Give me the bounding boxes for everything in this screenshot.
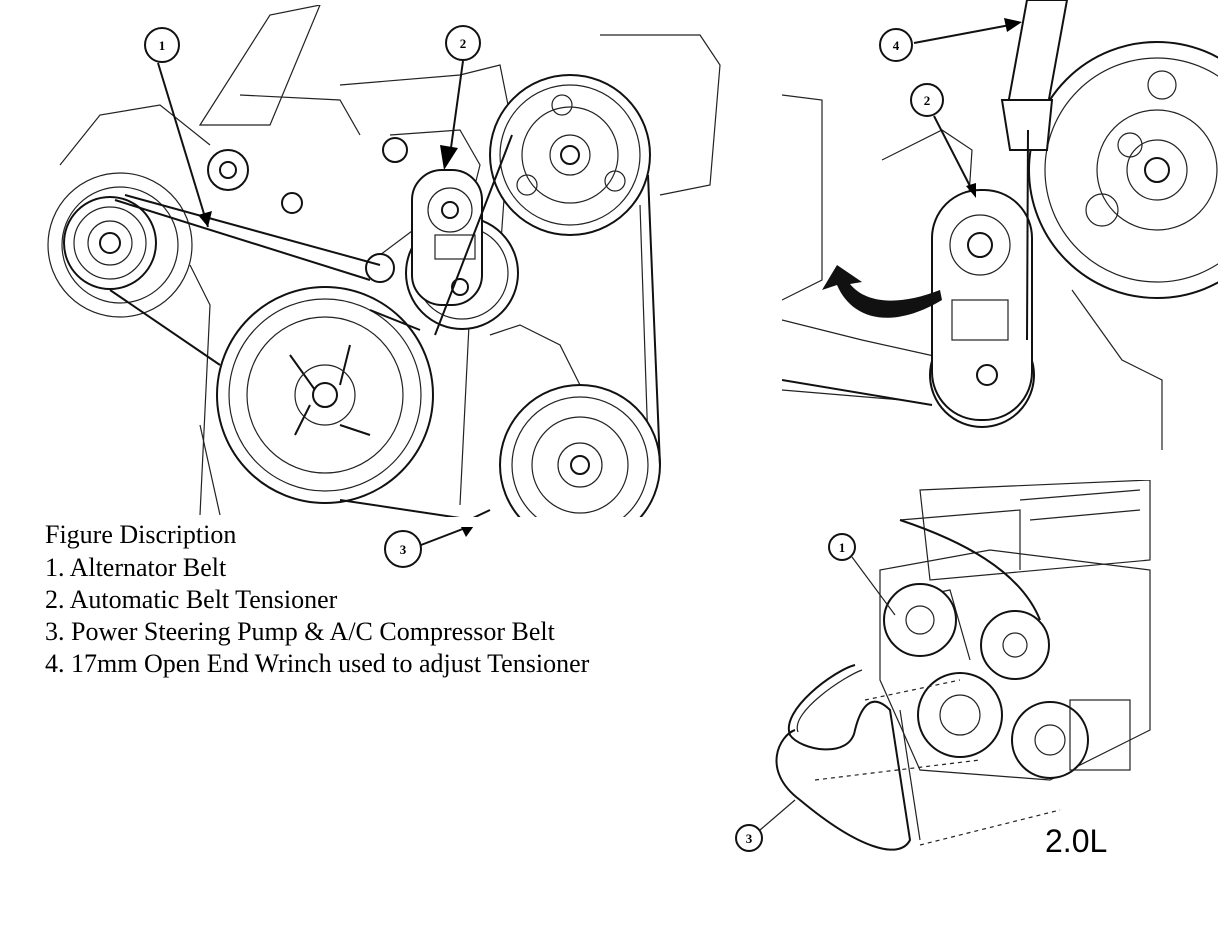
svg-text:3: 3: [746, 831, 753, 846]
figure-legend: Figure Discription 1. Alternator Belt 2.…: [45, 518, 725, 680]
tensioner-detail-drawing: 4 2: [782, 0, 1218, 452]
legend-title: Figure Discription: [45, 520, 237, 549]
callout-3: [472, 509, 491, 517]
belt-routing-illustration: 1 2: [47, 5, 721, 517]
idler-bolts: [207, 137, 408, 283]
belt-detail: [782, 129, 1029, 406]
crankshaft-damper: [216, 286, 434, 504]
rotation-arrow: [822, 265, 942, 318]
legend-list: 1. Alternator Belt 2. Automatic Belt Ten…: [45, 552, 725, 680]
svg-text:3: 3: [400, 542, 407, 557]
detached-belt-loop: [775, 664, 921, 851]
pump-pulley-detail: [1028, 41, 1218, 299]
tensioner-detail-illustration: 4 2: [782, 0, 1218, 450]
legend-item-ps-ac-belt: 3. Power Steering Pump & A/C Compressor …: [45, 617, 555, 646]
callout-1: 1: [144, 27, 212, 228]
callout-4: 4: [879, 18, 1022, 62]
dashed-guides: [814, 679, 1061, 846]
ps-ac-belt: [339, 134, 661, 517]
alternator-belt: [109, 194, 381, 366]
callout-1-engine: 1: [828, 533, 896, 616]
svg-text:1: 1: [839, 540, 846, 555]
belt-tensioner: [405, 169, 519, 330]
belt-routing-drawing: 1 2: [40, 5, 740, 517]
svg-text:1: 1: [159, 38, 166, 53]
alternator: [47, 172, 193, 318]
ac-compressor-pulley: [499, 384, 661, 517]
engine-pulleys: [883, 583, 1131, 779]
intake-manifold: [899, 480, 1151, 581]
callout-2: 2: [440, 25, 481, 170]
svg-text:2: 2: [460, 36, 467, 51]
legend-item-alternator-belt: 1. Alternator Belt: [45, 553, 227, 582]
callout-3-engine: 3: [735, 799, 796, 852]
power-steering-pulley: [489, 74, 651, 236]
callout-2-detail: 2: [910, 83, 976, 198]
wrench: [1000, 0, 1069, 151]
engine-overview-illustration: 1 3 2.0L: [735, 480, 1151, 859]
engine-size-label: 2.0L: [1045, 823, 1107, 859]
svg-text:4: 4: [893, 38, 900, 53]
tensioner-detail: [929, 189, 1035, 428]
legend-item-wrench: 4. 17mm Open End Wrinch used to adjust T…: [45, 649, 590, 678]
engine-overview-drawing: 1 3 2.0L: [720, 480, 1160, 870]
svg-text:2: 2: [924, 93, 931, 108]
legend-item-belt-tensioner: 2. Automatic Belt Tensioner: [45, 585, 338, 614]
bracket-outline: [782, 94, 1163, 450]
callout-3-marker: 3: [380, 527, 480, 577]
